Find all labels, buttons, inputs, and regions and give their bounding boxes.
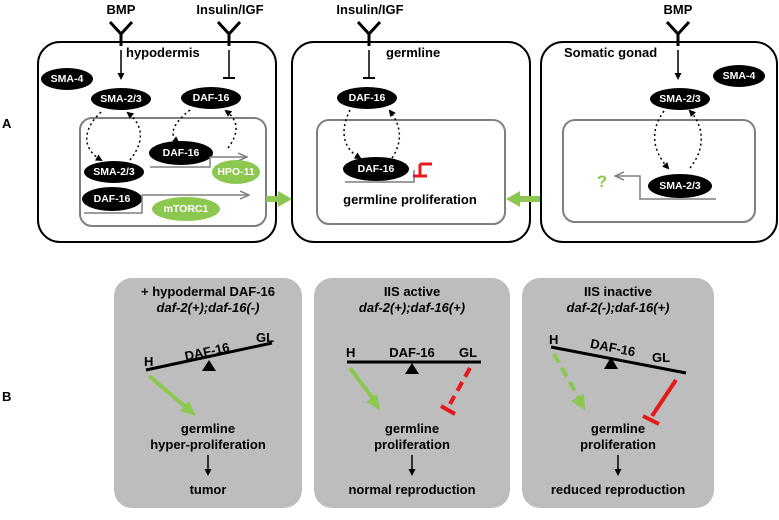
daf16-germline-inner	[343, 157, 409, 181]
somatic-gonad-cell: BMP Somatic gonad SMA-4 SMA-2/3 SMA-2/3 …	[540, 2, 778, 243]
daf16-hypodermis-lower	[82, 187, 142, 211]
sma4-gonad	[713, 65, 765, 87]
panel-label-a: A	[2, 116, 12, 131]
box1-outcome1: germline	[181, 421, 235, 436]
box3-outcome1: germline	[591, 421, 645, 436]
box1-h: H	[144, 354, 153, 369]
unknown-target: ?	[597, 172, 607, 191]
box2-fulcrum-icon	[405, 363, 419, 374]
sma4-hypodermis	[41, 68, 93, 90]
box3-line1: IIS inactive	[584, 284, 652, 299]
box2-outcome1: germline	[385, 421, 439, 436]
box2-green-arrow-icon	[366, 394, 380, 410]
svg-text:SMA-4: SMA-4	[51, 73, 84, 85]
hypodermis-title: hypodermis	[126, 45, 200, 60]
box1-outcome2: hyper-proliferation	[150, 437, 266, 452]
mtorc1-target	[152, 197, 220, 221]
svg-text:SMA-2/3: SMA-2/3	[100, 93, 142, 105]
box1-fulcrum-icon	[202, 360, 216, 371]
svg-text:DAF-16: DAF-16	[358, 163, 395, 175]
box1-gl: GL	[256, 330, 274, 345]
panel-b-box-1: + hypodermal DAF-16 daf-2(+);daf-16(-) H…	[114, 278, 302, 508]
box2-outcome2: proliferation	[374, 437, 450, 452]
box3-red-inhibit-icon	[642, 414, 660, 426]
daf16-hypodermis-top	[181, 87, 241, 109]
germline-title: germline	[386, 45, 440, 60]
svg-text:DAF-16: DAF-16	[94, 193, 131, 205]
svg-text:HPO-11: HPO-11	[217, 166, 255, 178]
gonad-bmp-label: BMP	[664, 2, 693, 17]
svg-text:SMA-4: SMA-4	[723, 70, 756, 82]
box3-line2: daf-2(-);daf-16(+)	[567, 300, 670, 315]
box3-fulcrum-icon	[604, 357, 618, 369]
svg-text:DAF-16: DAF-16	[163, 147, 200, 159]
box1-green-arrow-icon	[180, 401, 196, 416]
gonad-bmp-receptor-icon	[665, 20, 691, 46]
box1-line1: + hypodermal DAF-16	[141, 284, 275, 299]
bmp-label: BMP	[107, 2, 136, 17]
box2-line2: daf-2(+);daf-16(+)	[359, 300, 465, 315]
germline-repression-icon	[413, 162, 432, 178]
germline-nucleus	[316, 119, 506, 225]
insulin-receptor-icon	[216, 20, 242, 46]
germline-insulin-label: Insulin/IGF	[336, 2, 403, 17]
panel-label-b: B	[2, 389, 11, 404]
sma23-hypodermis-top	[91, 88, 151, 110]
daf16-hypodermis-inner	[149, 141, 213, 165]
somatic-gonad-title: Somatic gonad	[564, 45, 657, 60]
box3-h: H	[549, 332, 558, 347]
box2-line1: IIS active	[384, 284, 440, 299]
box2-result: normal reproduction	[348, 482, 475, 497]
box2-gl: GL	[459, 345, 477, 360]
hypodermis-cell: BMP Insulin/IGF hypodermis SMA-4 SMA-2/3…	[37, 2, 277, 243]
daf16-germline-top	[337, 87, 397, 109]
insulin-label: Insulin/IGF	[196, 2, 263, 17]
germline-proliferation-label: germline proliferation	[343, 192, 477, 207]
hypodermis-nucleus	[79, 117, 267, 227]
box3-result: reduced reproduction	[551, 482, 685, 497]
svg-text:DAF-16: DAF-16	[349, 92, 386, 104]
box2-daf16: DAF-16	[389, 345, 435, 360]
box1-result: tumor	[190, 482, 227, 497]
box2-red-inhibit-icon	[440, 404, 456, 416]
svg-text:SMA-2/3: SMA-2/3	[93, 166, 135, 178]
sma23-gonad-inner	[648, 174, 712, 198]
germline-insulin-receptor-icon	[356, 20, 382, 46]
box3-outcome2: proliferation	[580, 437, 656, 452]
sma23-hypodermis-inner	[84, 161, 144, 183]
box2-h: H	[346, 345, 355, 360]
sma23-gonad-top	[650, 88, 710, 110]
svg-text:mTORC1: mTORC1	[164, 203, 209, 215]
svg-text:SMA-2/3: SMA-2/3	[659, 180, 701, 192]
box1-line2: daf-2(+);daf-16(-)	[157, 300, 260, 315]
svg-text:SMA-2/3: SMA-2/3	[659, 93, 701, 105]
germline-cell: Insulin/IGF germline DAF-16 DAF-16 germl…	[291, 2, 531, 243]
svg-text:DAF-16: DAF-16	[193, 92, 230, 104]
hpo11-target	[212, 160, 260, 184]
panel-b-box-3: IIS inactive daf-2(-);daf-16(+) H DAF-16…	[522, 278, 714, 508]
panel-b-box-2: IIS active daf-2(+);daf-16(+) H DAF-16 G…	[314, 278, 510, 508]
box3-green-arrow-icon	[571, 394, 585, 410]
bmp-receptor-icon	[108, 20, 134, 46]
box3-gl: GL	[652, 350, 670, 365]
gonad-to-germline-arrow-icon	[506, 191, 541, 207]
